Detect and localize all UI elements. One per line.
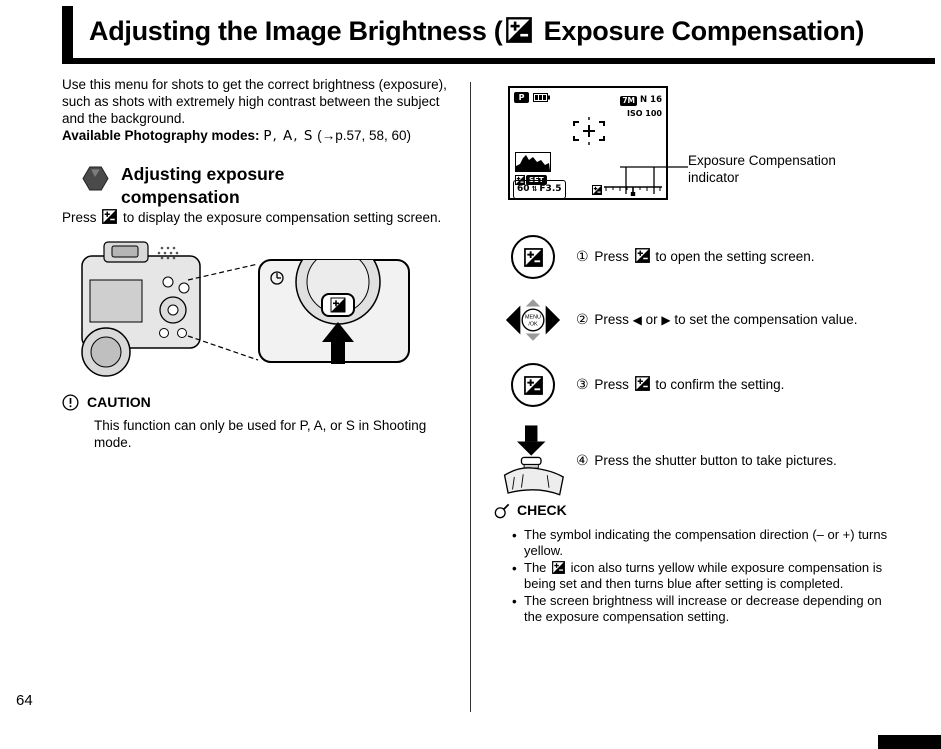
steps-list: ① Press to open the setting screen. MENU (490, 226, 940, 504)
aperture-value: F3.5 (539, 184, 562, 194)
exposure-compensation-indicator-label: Exposure Compensation indicator (688, 152, 878, 186)
step-1-number: ① (576, 249, 589, 265)
bullet-marker: • (512, 561, 517, 576)
step-1: ① Press to open the setting screen. (490, 226, 940, 288)
section-title: Adjusting exposure compensation (121, 163, 284, 209)
check-title: CHECK (517, 502, 567, 518)
available-modes-line: Available Photography modes: P, A, S (→p… (62, 127, 456, 145)
page-corner-bar (878, 735, 941, 749)
check-heading: CHECK (494, 502, 930, 519)
modes-page-reference: (→p.57, 58, 60) (317, 128, 412, 143)
camera-back-drawing (81, 241, 410, 377)
indicator-callout-lines (620, 166, 688, 194)
step-4-number: ④ (576, 453, 589, 469)
dial-updown-icon: ⇅ (531, 185, 538, 193)
caution-title: CAUTION (87, 394, 151, 410)
exposure-compensation-icon (634, 248, 650, 263)
page-title: Adjusting the Image Brightness ( Exposur… (89, 14, 935, 48)
right-column: P 7M N 16 ISO 100 (490, 84, 940, 734)
caution-heading: CAUTION (62, 394, 456, 411)
section-title-line1: Adjusting exposure (121, 164, 285, 184)
check-bullet-list: • The symbol indicating the compensation… (512, 527, 930, 625)
step-2: MENU /OK ② Press ◀ or ▶ to set the compe… (490, 288, 940, 352)
exposure-compensation-button (511, 363, 555, 407)
step-1-button (490, 235, 576, 279)
modes-label: Available Photography modes: (62, 128, 260, 143)
step-4: ④ Press the shutter button to take pictu… (490, 418, 940, 504)
four-way-controller-icon: MENU /OK (505, 299, 561, 341)
step-4-text: ④ Press the shutter button to take pictu… (576, 453, 837, 469)
exposure-compensation-icon (523, 375, 543, 395)
lcd-bottom-bar: 60 ⇅ F3.5 (513, 180, 663, 199)
exposure-compensation-button (511, 235, 555, 279)
exposure-compensation-icon (634, 376, 650, 391)
page-number: 64 (16, 692, 33, 709)
indicator-label-line1: Exposure Compensation (688, 153, 836, 168)
shutter-speed: 60 (517, 184, 530, 194)
check-bullet-1: • The symbol indicating the compensation… (512, 527, 888, 558)
section-bullet-icon (82, 166, 109, 191)
title-prefix: Adjusting the Image Brightness ( (89, 16, 503, 46)
check-note: CHECK • The symbol indicating the compen… (494, 502, 930, 626)
shutter-button-icon (503, 425, 564, 496)
check-icon (494, 503, 510, 518)
exposure-compensation-scale (592, 184, 663, 196)
bullet-marker: • (512, 594, 517, 609)
resolution-badge: 7M (620, 95, 638, 106)
step-4-button (490, 420, 576, 502)
lcd-on-camera (89, 279, 143, 323)
caution-note: CAUTION This function can only be used f… (62, 394, 456, 451)
title-suffix: Exposure Compensation) (536, 16, 865, 46)
check-bullet-2: • The icon also turns yellow while expos… (512, 560, 883, 591)
left-arrow-icon: ◀ (632, 313, 642, 327)
exposure-compensation-icon (523, 247, 543, 267)
step-3: ③ Press to confirm the setting. (490, 352, 940, 418)
modes-value: P, A, S (263, 128, 314, 144)
focus-frame-icon (573, 117, 605, 145)
step-2-text: ② Press ◀ or ▶ to set the compensation v… (576, 312, 858, 328)
column-divider (470, 82, 471, 712)
left-column: Use this menu for shots to get the corre… (62, 76, 456, 451)
histogram-icon (515, 152, 551, 172)
press-suffix: to display the exposure compensation set… (123, 210, 442, 225)
exposure-compensation-icon (330, 297, 346, 313)
step-3-number: ③ (576, 377, 589, 393)
step-3-button (490, 363, 576, 407)
section-title-line2: compensation (121, 187, 240, 207)
exposure-compensation-icon (102, 209, 118, 224)
press-prefix: Press (62, 210, 97, 225)
quality-value: N (640, 95, 648, 105)
section-heading: Adjusting exposure compensation (82, 163, 456, 209)
up-arrow-pointer (322, 322, 354, 364)
caution-text: This function can only be used for P, A,… (94, 418, 427, 450)
step-2-button: MENU /OK (490, 297, 576, 343)
step-3-text: ③ Press to confirm the setting. (576, 376, 785, 393)
self-timer-icon (270, 271, 284, 285)
shooting-mode-badge: P (514, 92, 529, 103)
caution-icon (62, 394, 79, 411)
exposure-compensation-icon (506, 17, 533, 43)
camera-lcd-screen: P 7M N 16 ISO 100 (508, 86, 668, 200)
quality-readout: 7M N 16 (620, 92, 662, 109)
page-title-block: Adjusting the Image Brightness ( Exposur… (62, 6, 935, 64)
exposure-compensation-icon (592, 184, 602, 195)
ev-scale-icon (604, 185, 662, 196)
bullet-marker: • (512, 528, 517, 543)
intro-paragraph: Use this menu for shots to get the corre… (62, 77, 447, 126)
step-2-number: ② (576, 312, 589, 328)
battery-icon (533, 93, 550, 102)
indicator-label-line2: indicator (688, 170, 740, 185)
svg-text:/OK: /OK (528, 321, 538, 327)
svg-text:MENU: MENU (525, 315, 541, 321)
step-1-text: ① Press to open the setting screen. (576, 248, 815, 265)
frames-remaining: 16 (650, 95, 662, 105)
shutter-aperture-readout: 60 ⇅ F3.5 (513, 180, 566, 199)
right-arrow-icon: ▶ (661, 313, 671, 327)
iso-readout: ISO 100 (626, 109, 662, 118)
check-bullet-3: • The screen brightness will increase or… (512, 593, 882, 624)
camera-illustration (76, 236, 421, 386)
exposure-compensation-icon (552, 561, 565, 574)
speaker-dots (157, 246, 179, 260)
press-instruction: Press to display the exposure compensati… (62, 209, 456, 226)
